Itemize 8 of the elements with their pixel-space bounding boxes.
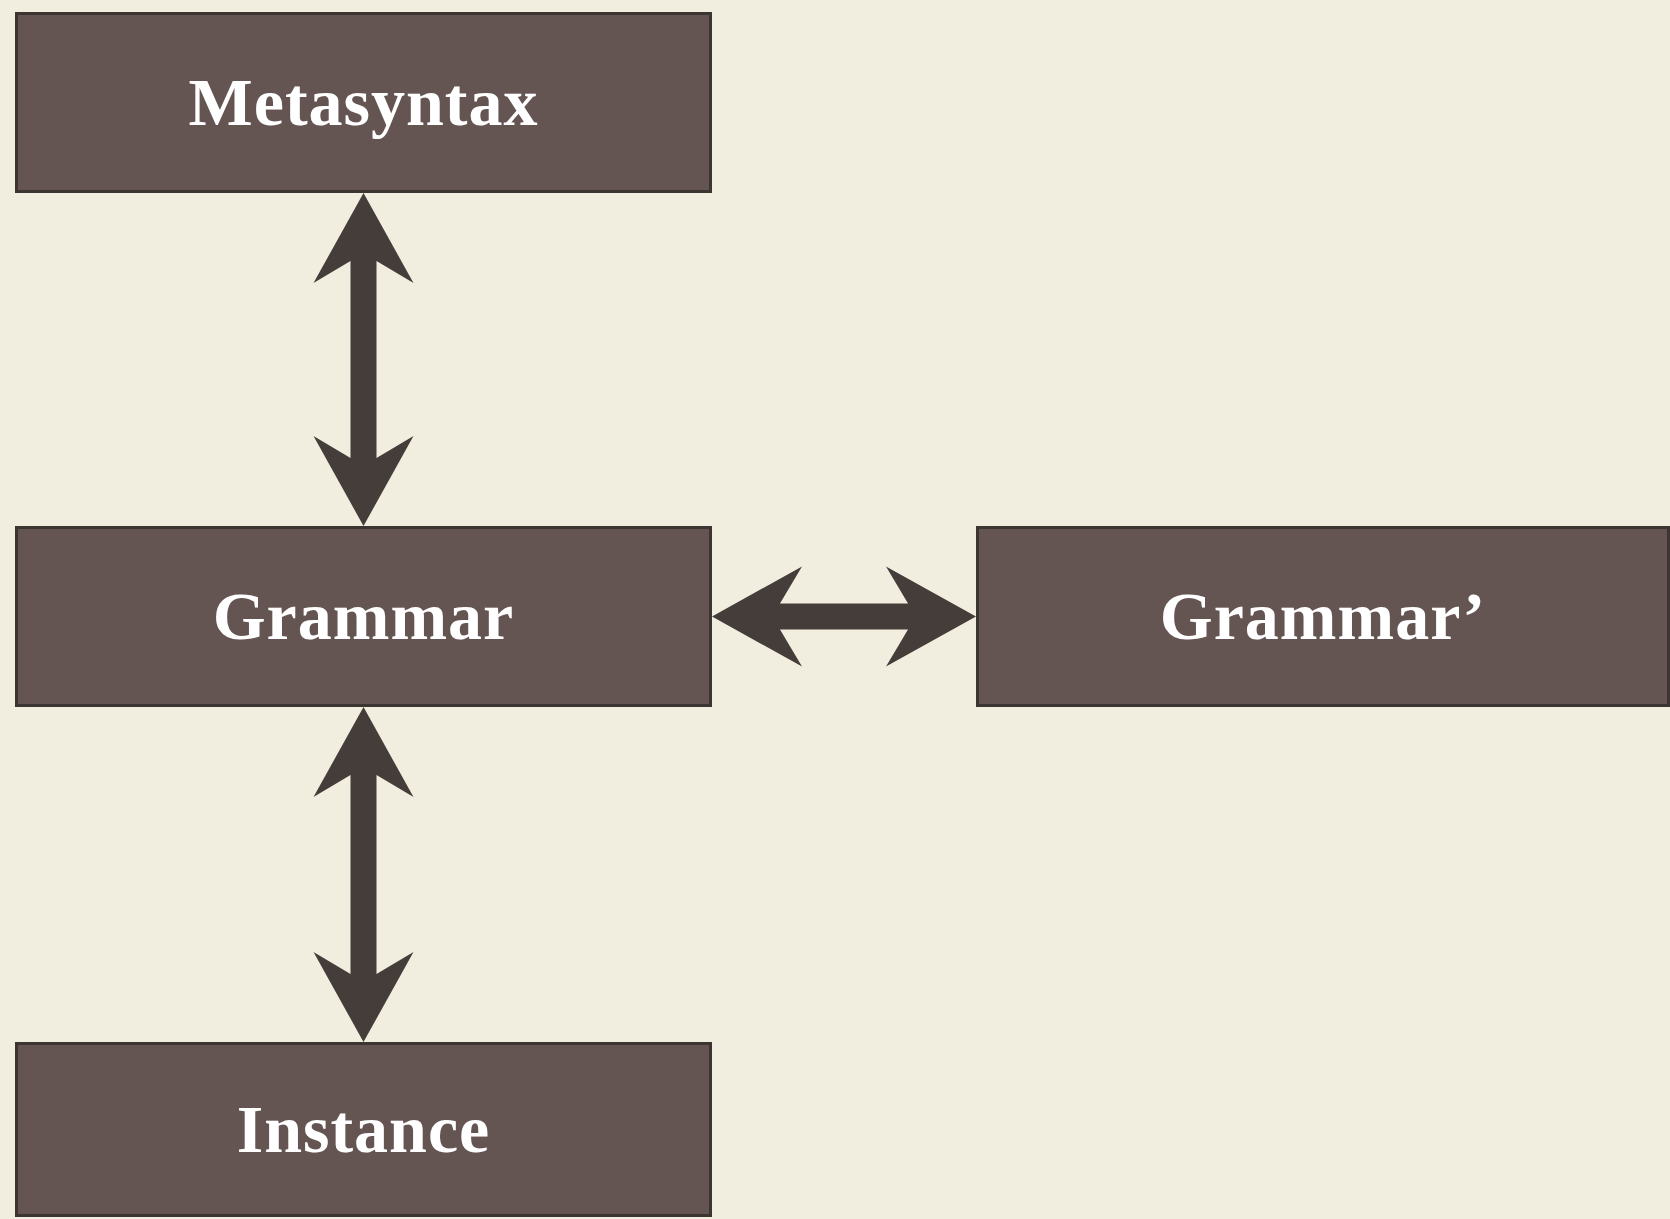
process-box [15, 1042, 712, 1217]
process-box [976, 526, 1670, 707]
process-box [15, 526, 712, 707]
box-label: Grammar’ [1159, 577, 1487, 656]
box-label: Metasyntax [188, 63, 539, 142]
box-label: Grammar [212, 577, 515, 656]
box-label: Instance [236, 1090, 491, 1169]
process-box [15, 12, 712, 193]
